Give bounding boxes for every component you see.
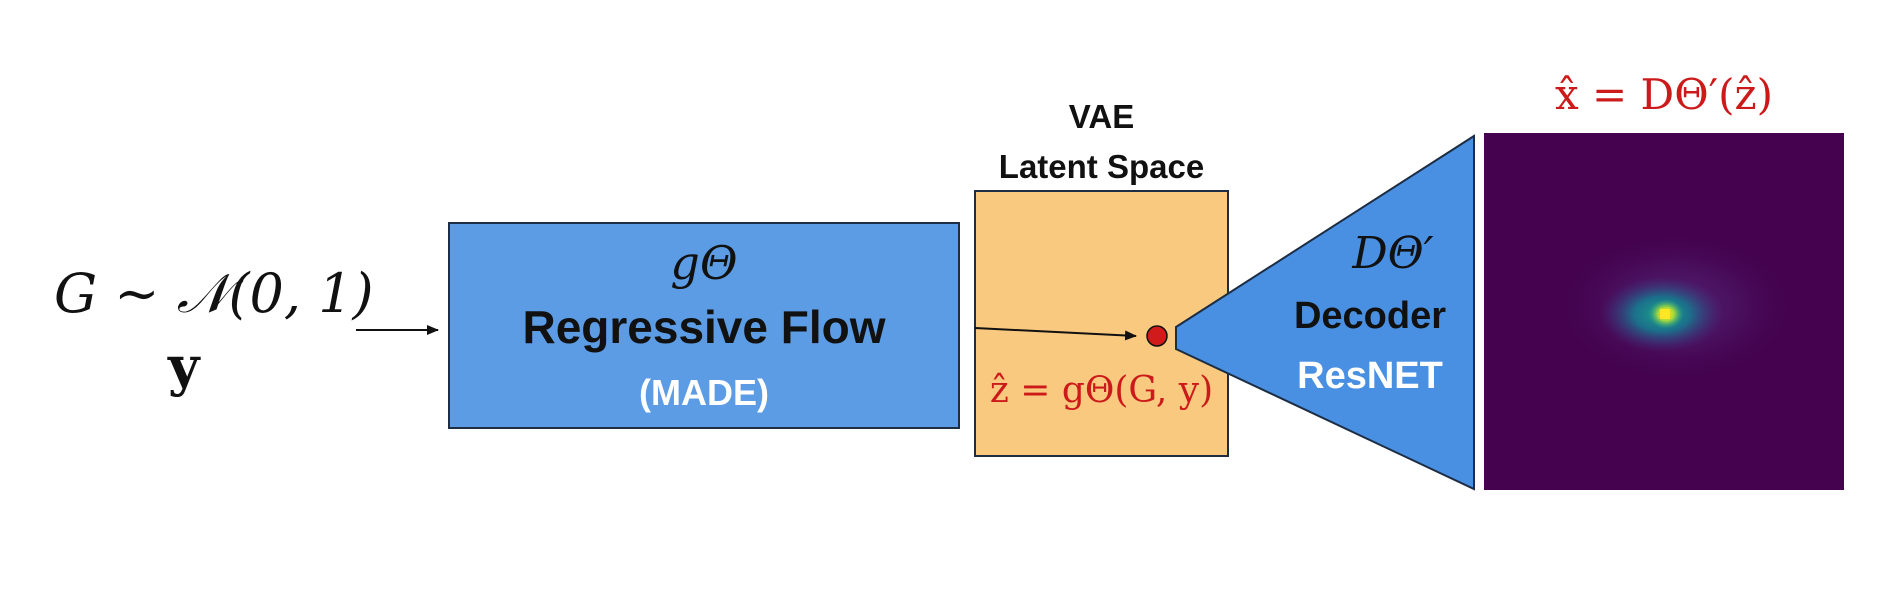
flow-title: Regressive Flow <box>522 301 886 353</box>
vae-latent-space-block <box>974 190 1229 457</box>
flow-function-symbol: gΘ <box>670 236 738 290</box>
decoder-function-symbol: DΘ′ <box>1352 228 1434 279</box>
regressive-flow-block <box>448 222 960 429</box>
decoder-title: Decoder <box>1293 295 1447 337</box>
flow-subtitle: (MADE) <box>639 372 769 413</box>
latent-space-title-line1: VAE <box>1068 98 1135 135</box>
signal-peak-pixel <box>1660 309 1670 319</box>
generated-output-image <box>1484 133 1844 490</box>
output-formula: x̂ = DΘ′(ẑ) <box>1554 70 1774 119</box>
input-condition-label: y <box>168 334 200 398</box>
latent-sample-formula: ẑ = gΘ(G, y) <box>989 370 1214 411</box>
input-noise-label: G ∼ 𝒩(0, 1) <box>54 262 374 325</box>
heatmap-image <box>1558 233 1794 381</box>
latent-space-title-line2: Latent Space <box>998 148 1205 185</box>
decoder-subtitle: ResNET <box>1297 355 1443 397</box>
